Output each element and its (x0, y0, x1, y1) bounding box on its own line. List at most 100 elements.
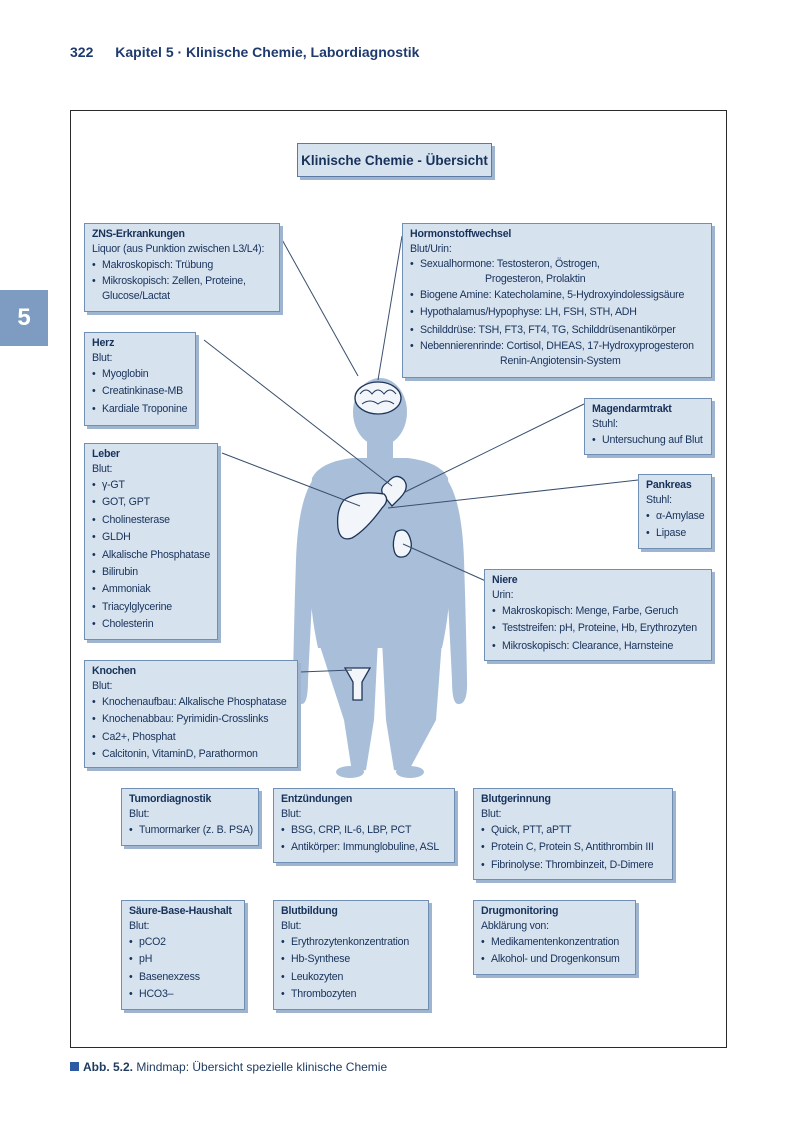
box-title: Niere (492, 574, 518, 586)
caption-label: Abb. 5.2. (83, 1060, 134, 1074)
box-subtitle: Stuhl: (592, 418, 618, 430)
box-subtitle: Blut: (92, 352, 113, 364)
box-title: Pankreas (646, 479, 692, 491)
list-item: Makroskopisch: Menge, Farbe, Geruch (492, 603, 704, 621)
list-item: Untersuchung auf Blut (592, 432, 704, 450)
list-item: BSG, CRP, IL-6, LBP, PCT (281, 822, 447, 840)
box-subtitle: Blut: (281, 920, 302, 932)
list-item: Calcitonin, VitaminD, Parathormon (92, 746, 290, 764)
list-item: Triacylglycerine (92, 599, 210, 617)
list-item: α-Amylase (646, 508, 705, 526)
list-item: Hypothalamus/Hypophyse: LH, FSH, STH, AD… (410, 304, 704, 322)
list-item: Thrombozyten (281, 986, 421, 1004)
box-subtitle: Blut: (92, 680, 113, 692)
list-item: Basenexzess (129, 969, 237, 987)
list-item: Erythrozytenkonzentration (281, 934, 421, 952)
list-item: Biogene Amine: Katecholamine, 5-Hydroxyi… (410, 287, 704, 305)
list-item: Alkohol- und Drogenkonsum (481, 951, 628, 969)
list-item: Sexualhormone: Testosteron, Östrogen, (410, 257, 704, 272)
box-subtitle: Blut: (129, 808, 150, 820)
box-title: Entzündungen (281, 793, 353, 805)
list-item: Cholinesterase (92, 512, 210, 530)
list-item: Antikörper: Immunglobuline, ASL (281, 839, 447, 857)
box-blutgerinnung: Blutgerinnung Blut: Quick, PTT, aPTT Pro… (473, 788, 673, 880)
page-header: 322 Kapitel 5 · Klinische Chemie, Labord… (70, 44, 419, 60)
box-title: Leber (92, 448, 120, 460)
figure-caption: Abb. 5.2. Mindmap: Übersicht spezielle k… (70, 1060, 387, 1074)
list-item: Hb-Synthese (281, 951, 421, 969)
box-niere: Niere Urin: Makroskopisch: Menge, Farbe,… (484, 569, 712, 661)
list-item: GOT, GPT (92, 494, 210, 512)
box-title: Knochen (92, 665, 136, 677)
figure-frame (70, 110, 727, 1048)
chapter-title: Kapitel 5 · Klinische Chemie, Labordiagn… (115, 44, 420, 60)
main-title: Klinische Chemie - Übersicht (297, 143, 492, 177)
box-hormon: Hormonstoffwechsel Blut/Urin: Sexualhorm… (402, 223, 712, 378)
list-item: Progesteron, Prolaktin (485, 273, 586, 285)
caption-marker-icon (70, 1062, 79, 1072)
box-tumor: Tumordiagnostik Blut: Tumormarker (z. B.… (121, 788, 259, 846)
caption-text: Mindmap: Übersicht spezielle klinische C… (136, 1060, 388, 1074)
list-item: Glucose/Lactat (102, 290, 170, 303)
box-blutbildung: Blutbildung Blut: Erythrozytenkonzentrat… (273, 900, 429, 1010)
list-item: Ca2+, Phosphat (92, 729, 290, 747)
box-subtitle: Blut: (129, 920, 150, 932)
list-item: Fibrinolyse: Thrombinzeit, D-Dimere (481, 857, 665, 875)
box-subtitle: Liquor (aus Punktion zwischen L3/L4): (92, 243, 265, 255)
list-item: Bilirubin (92, 564, 210, 582)
list-item: Ammoniak (92, 581, 210, 599)
box-leber: Leber Blut: γ-GT GOT, GPT Cholinesterase… (84, 443, 218, 640)
box-title: Hormonstoffwechsel (410, 228, 512, 240)
box-zns: ZNS-Erkrankungen Liquor (aus Punktion zw… (84, 223, 280, 312)
box-subtitle: Blut: (481, 808, 502, 820)
box-title: Säure-Base-Haushalt (129, 905, 232, 917)
page-number: 322 (70, 44, 94, 60)
list-item: pH (129, 951, 237, 969)
list-item: Nebennierenrinde: Cortisol, DHEAS, 17-Hy… (410, 339, 704, 354)
box-subtitle: Blut/Urin: (410, 243, 452, 255)
list-item: pCO2 (129, 934, 237, 952)
list-item: Mikroskopisch: Clearance, Harnsteine (492, 638, 704, 656)
list-item: Kardiale Troponine (92, 401, 188, 419)
box-saeure: Säure-Base-Haushalt Blut: pCO2 pH Basene… (121, 900, 245, 1010)
list-item: Alkalische Phosphatase (92, 547, 210, 565)
box-title: Blutgerinnung (481, 793, 551, 805)
box-herz: Herz Blut: Myoglobin Creatinkinase-MB Ka… (84, 332, 196, 426)
list-item: Mikroskopisch: Zellen, Proteine, (92, 274, 272, 289)
list-item: Renin-Angiotensin-System (500, 355, 621, 368)
box-subtitle: Urin: (492, 589, 514, 601)
list-item: Knochenaufbau: Alkalische Phosphatase (92, 694, 290, 712)
box-title: Blutbildung (281, 905, 338, 917)
box-subtitle: Blut: (92, 463, 113, 475)
list-item: Teststreifen: pH, Proteine, Hb, Erythroz… (492, 620, 704, 638)
list-item: GLDH (92, 529, 210, 547)
box-title: Magendarmtrakt (592, 403, 672, 415)
list-item: Cholesterin (92, 616, 210, 634)
list-item: Protein C, Protein S, Antithrombin III (481, 839, 665, 857)
box-title: Herz (92, 337, 115, 349)
list-item: Knochenabbau: Pyrimidin-Crosslinks (92, 711, 290, 729)
box-subtitle: Stuhl: (646, 494, 672, 506)
list-item: Leukozyten (281, 969, 421, 987)
chapter-tab: 5 (0, 290, 48, 346)
list-item: Myoglobin (92, 366, 188, 384)
box-drugmonitoring: Drugmonitoring Abklärung von: Medikament… (473, 900, 636, 975)
box-title: ZNS-Erkrankungen (92, 228, 185, 240)
box-title: Tumordiagnostik (129, 793, 212, 805)
list-item: Makroskopisch: Trübung (92, 257, 272, 275)
box-magen: Magendarmtrakt Stuhl: Untersuchung auf B… (584, 398, 712, 455)
box-pankreas: Pankreas Stuhl: α-Amylase Lipase (638, 474, 712, 549)
list-item: HCO3– (129, 986, 237, 1004)
box-subtitle: Abklärung von: (481, 920, 549, 932)
list-item: Quick, PTT, aPTT (481, 822, 665, 840)
list-item: Creatinkinase-MB (92, 383, 188, 401)
box-entz: Entzündungen Blut: BSG, CRP, IL-6, LBP, … (273, 788, 455, 863)
list-item: Schilddrüse: TSH, FT3, FT4, TG, Schilddr… (410, 322, 704, 340)
box-knochen: Knochen Blut: Knochenaufbau: Alkalische … (84, 660, 298, 768)
box-subtitle: Blut: (281, 808, 302, 820)
box-title: Drugmonitoring (481, 905, 559, 917)
list-item: Lipase (646, 525, 704, 543)
list-item: γ-GT (92, 477, 210, 495)
list-item: Tumormarker (z. B. PSA) (129, 822, 253, 840)
list-item: Medikamentenkonzentration (481, 934, 628, 952)
